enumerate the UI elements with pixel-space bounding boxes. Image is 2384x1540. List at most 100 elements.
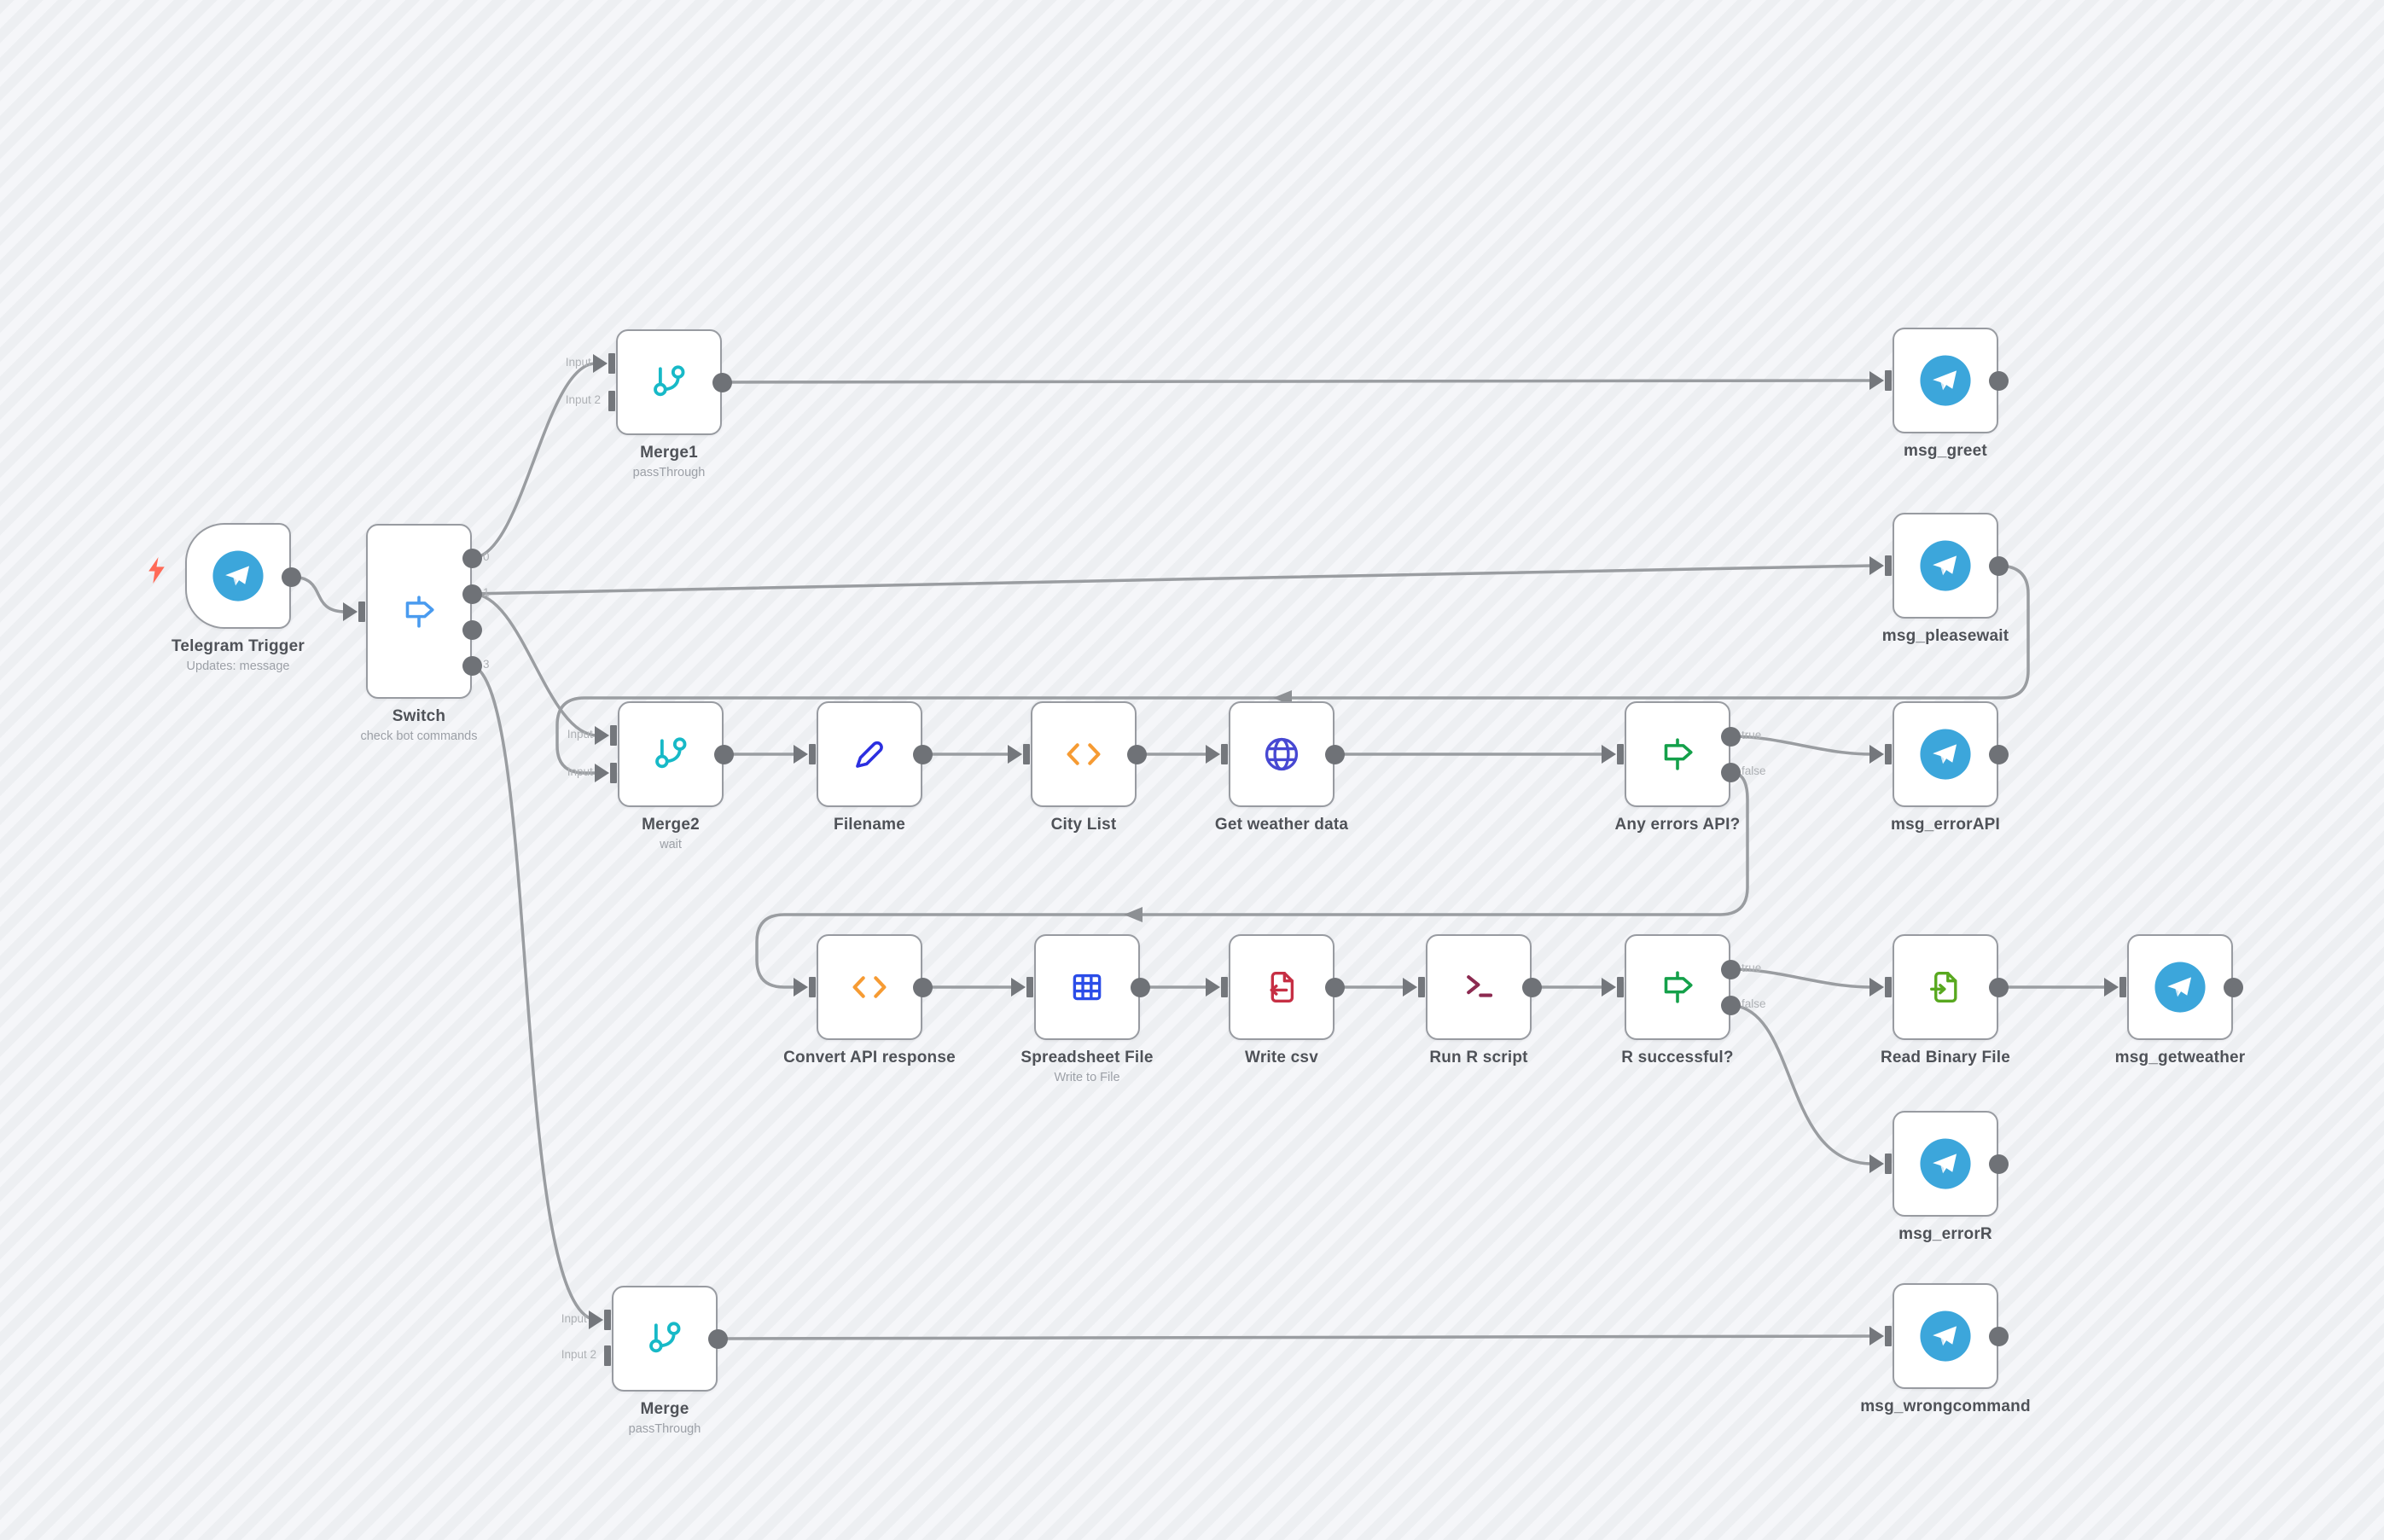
output-port-msg_pleasewait[interactable] (1988, 555, 2009, 576)
output-port-switch[interactable] (462, 619, 482, 640)
input-port-msg_errorAPI[interactable] (1885, 744, 1892, 764)
input-arrow-any-errors-api (1602, 745, 1616, 764)
node-merge1[interactable] (616, 329, 722, 435)
edge-any-errors-api-to-convert-api-response[interactable] (755, 770, 1749, 989)
node-r-successful[interactable] (1625, 934, 1730, 1040)
output-port-msg_greet[interactable] (1988, 370, 2009, 391)
input-port-get-weather-data[interactable] (1221, 744, 1228, 764)
edge-msg_pleasewait-to-merge2[interactable] (555, 564, 2030, 775)
input-port-msg_greet[interactable] (1885, 370, 1892, 391)
node-city-list[interactable] (1031, 701, 1137, 807)
output-port-label: false (1741, 764, 1766, 777)
output-port-merge2[interactable] (713, 744, 734, 764)
output-port-msg_getweather[interactable] (2223, 977, 2243, 997)
node-msg_errorAPI[interactable] (1893, 701, 1998, 807)
output-port-msg_errorR[interactable] (1988, 1154, 2009, 1174)
node-msg_errorR[interactable] (1893, 1111, 1998, 1217)
edge-merge1-to-msg_greet[interactable] (720, 379, 1874, 384)
output-port-get-weather-data[interactable] (1324, 744, 1345, 764)
output-port-filename[interactable] (912, 744, 933, 764)
edge-r-successful-to-msg_errorR[interactable] (1729, 1003, 1874, 1165)
input-port-city-list[interactable] (1023, 744, 1030, 764)
output-port-city-list[interactable] (1126, 744, 1147, 764)
output-port-any-errors-api[interactable] (1720, 726, 1741, 747)
output-port-label: 3 (483, 658, 490, 671)
input-port-convert-api-response[interactable] (809, 977, 816, 997)
node-msg_getweather[interactable] (2127, 934, 2233, 1040)
output-port-msg_errorAPI[interactable] (1988, 744, 2009, 764)
edge-telegram-trigger-to-switch[interactable] (289, 575, 347, 613)
node-switch[interactable] (366, 524, 472, 699)
output-port-switch[interactable] (462, 548, 482, 568)
node-run-r-script[interactable] (1426, 934, 1532, 1040)
output-port-switch[interactable] (462, 584, 482, 604)
node-msg_greet[interactable] (1893, 328, 1998, 433)
input-arrow-read-binary-file (1869, 978, 1884, 997)
telegram-icon (1917, 1136, 1974, 1192)
output-port-r-successful[interactable] (1720, 959, 1741, 979)
edge-switch-to-msg_pleasewait[interactable] (470, 564, 1874, 596)
output-port-telegram-trigger[interactable] (281, 567, 301, 587)
input-arrow-write-csv (1206, 978, 1220, 997)
input-port-msg_wrongcommand[interactable] (1885, 1326, 1892, 1346)
input-port-merge[interactable] (604, 1310, 611, 1330)
edge-r-successful-to-read-binary-file[interactable] (1729, 968, 1874, 989)
input-port-merge1[interactable] (608, 391, 615, 411)
output-port-run-r-script[interactable] (1521, 977, 1542, 997)
input-port-merge2[interactable] (610, 763, 617, 783)
node-merge[interactable] (612, 1286, 718, 1392)
node-filename[interactable] (817, 701, 922, 807)
output-port-any-errors-api[interactable] (1720, 762, 1741, 782)
node-any-errors-api[interactable] (1625, 701, 1730, 807)
output-port-write-csv[interactable] (1324, 977, 1345, 997)
output-port-switch[interactable] (462, 655, 482, 676)
code-icon (1061, 731, 1107, 777)
input-port-merge1[interactable] (608, 353, 615, 374)
node-telegram-trigger[interactable] (185, 523, 291, 629)
edge-switch-to-merge[interactable] (470, 664, 599, 1322)
input-port-read-binary-file[interactable] (1885, 977, 1892, 997)
edge-switch-to-merge2[interactable] (470, 592, 599, 737)
input-port-run-r-script[interactable] (1418, 977, 1425, 997)
input-port-merge[interactable] (604, 1345, 611, 1366)
output-port-label: 1 (483, 586, 490, 599)
node-convert-api-response[interactable] (817, 934, 922, 1040)
output-port-merge[interactable] (707, 1328, 728, 1349)
node-msg_pleasewait[interactable] (1893, 513, 1998, 619)
output-port-spreadsheet-file[interactable] (1130, 977, 1150, 997)
input-port-spreadsheet-file[interactable] (1026, 977, 1033, 997)
output-port-msg_wrongcommand[interactable] (1988, 1326, 2009, 1346)
input-port-label: Input 2 (561, 1348, 596, 1361)
input-port-merge2[interactable] (610, 725, 617, 746)
input-port-msg_getweather[interactable] (2119, 977, 2126, 997)
output-port-read-binary-file[interactable] (1988, 977, 2009, 997)
input-port-msg_pleasewait[interactable] (1885, 555, 1892, 576)
input-port-any-errors-api[interactable] (1617, 744, 1624, 764)
input-arrow-merge2 (595, 764, 609, 782)
edge-merge-to-msg_wrongcommand[interactable] (716, 1334, 1874, 1340)
input-arrow-msg_pleasewait (1869, 556, 1884, 575)
input-arrow-filename (794, 745, 808, 764)
node-spreadsheet-file[interactable] (1034, 934, 1140, 1040)
input-port-switch[interactable] (358, 601, 365, 622)
edge-any-errors-api-to-msg_errorAPI[interactable] (1729, 735, 1874, 756)
edge-switch-to-merge1[interactable] (470, 362, 597, 560)
input-arrow-merge (589, 1310, 603, 1329)
input-port-msg_errorR[interactable] (1885, 1154, 1892, 1174)
output-port-convert-api-response[interactable] (912, 977, 933, 997)
input-port-write-csv[interactable] (1221, 977, 1228, 997)
output-port-merge1[interactable] (712, 372, 732, 392)
node-get-weather-data[interactable] (1229, 701, 1334, 807)
input-arrow-msg_getweather (2104, 978, 2119, 997)
node-read-binary-file[interactable] (1893, 934, 1998, 1040)
table-icon (1064, 964, 1110, 1010)
output-port-label: false (1741, 997, 1766, 1010)
node-merge2[interactable] (618, 701, 724, 807)
node-write-csv[interactable] (1229, 934, 1334, 1040)
node-msg_wrongcommand[interactable] (1893, 1283, 1998, 1389)
output-port-r-successful[interactable] (1720, 995, 1741, 1015)
input-port-label: Input 1 (561, 1312, 596, 1325)
input-port-filename[interactable] (809, 744, 816, 764)
input-port-r-successful[interactable] (1617, 977, 1624, 997)
